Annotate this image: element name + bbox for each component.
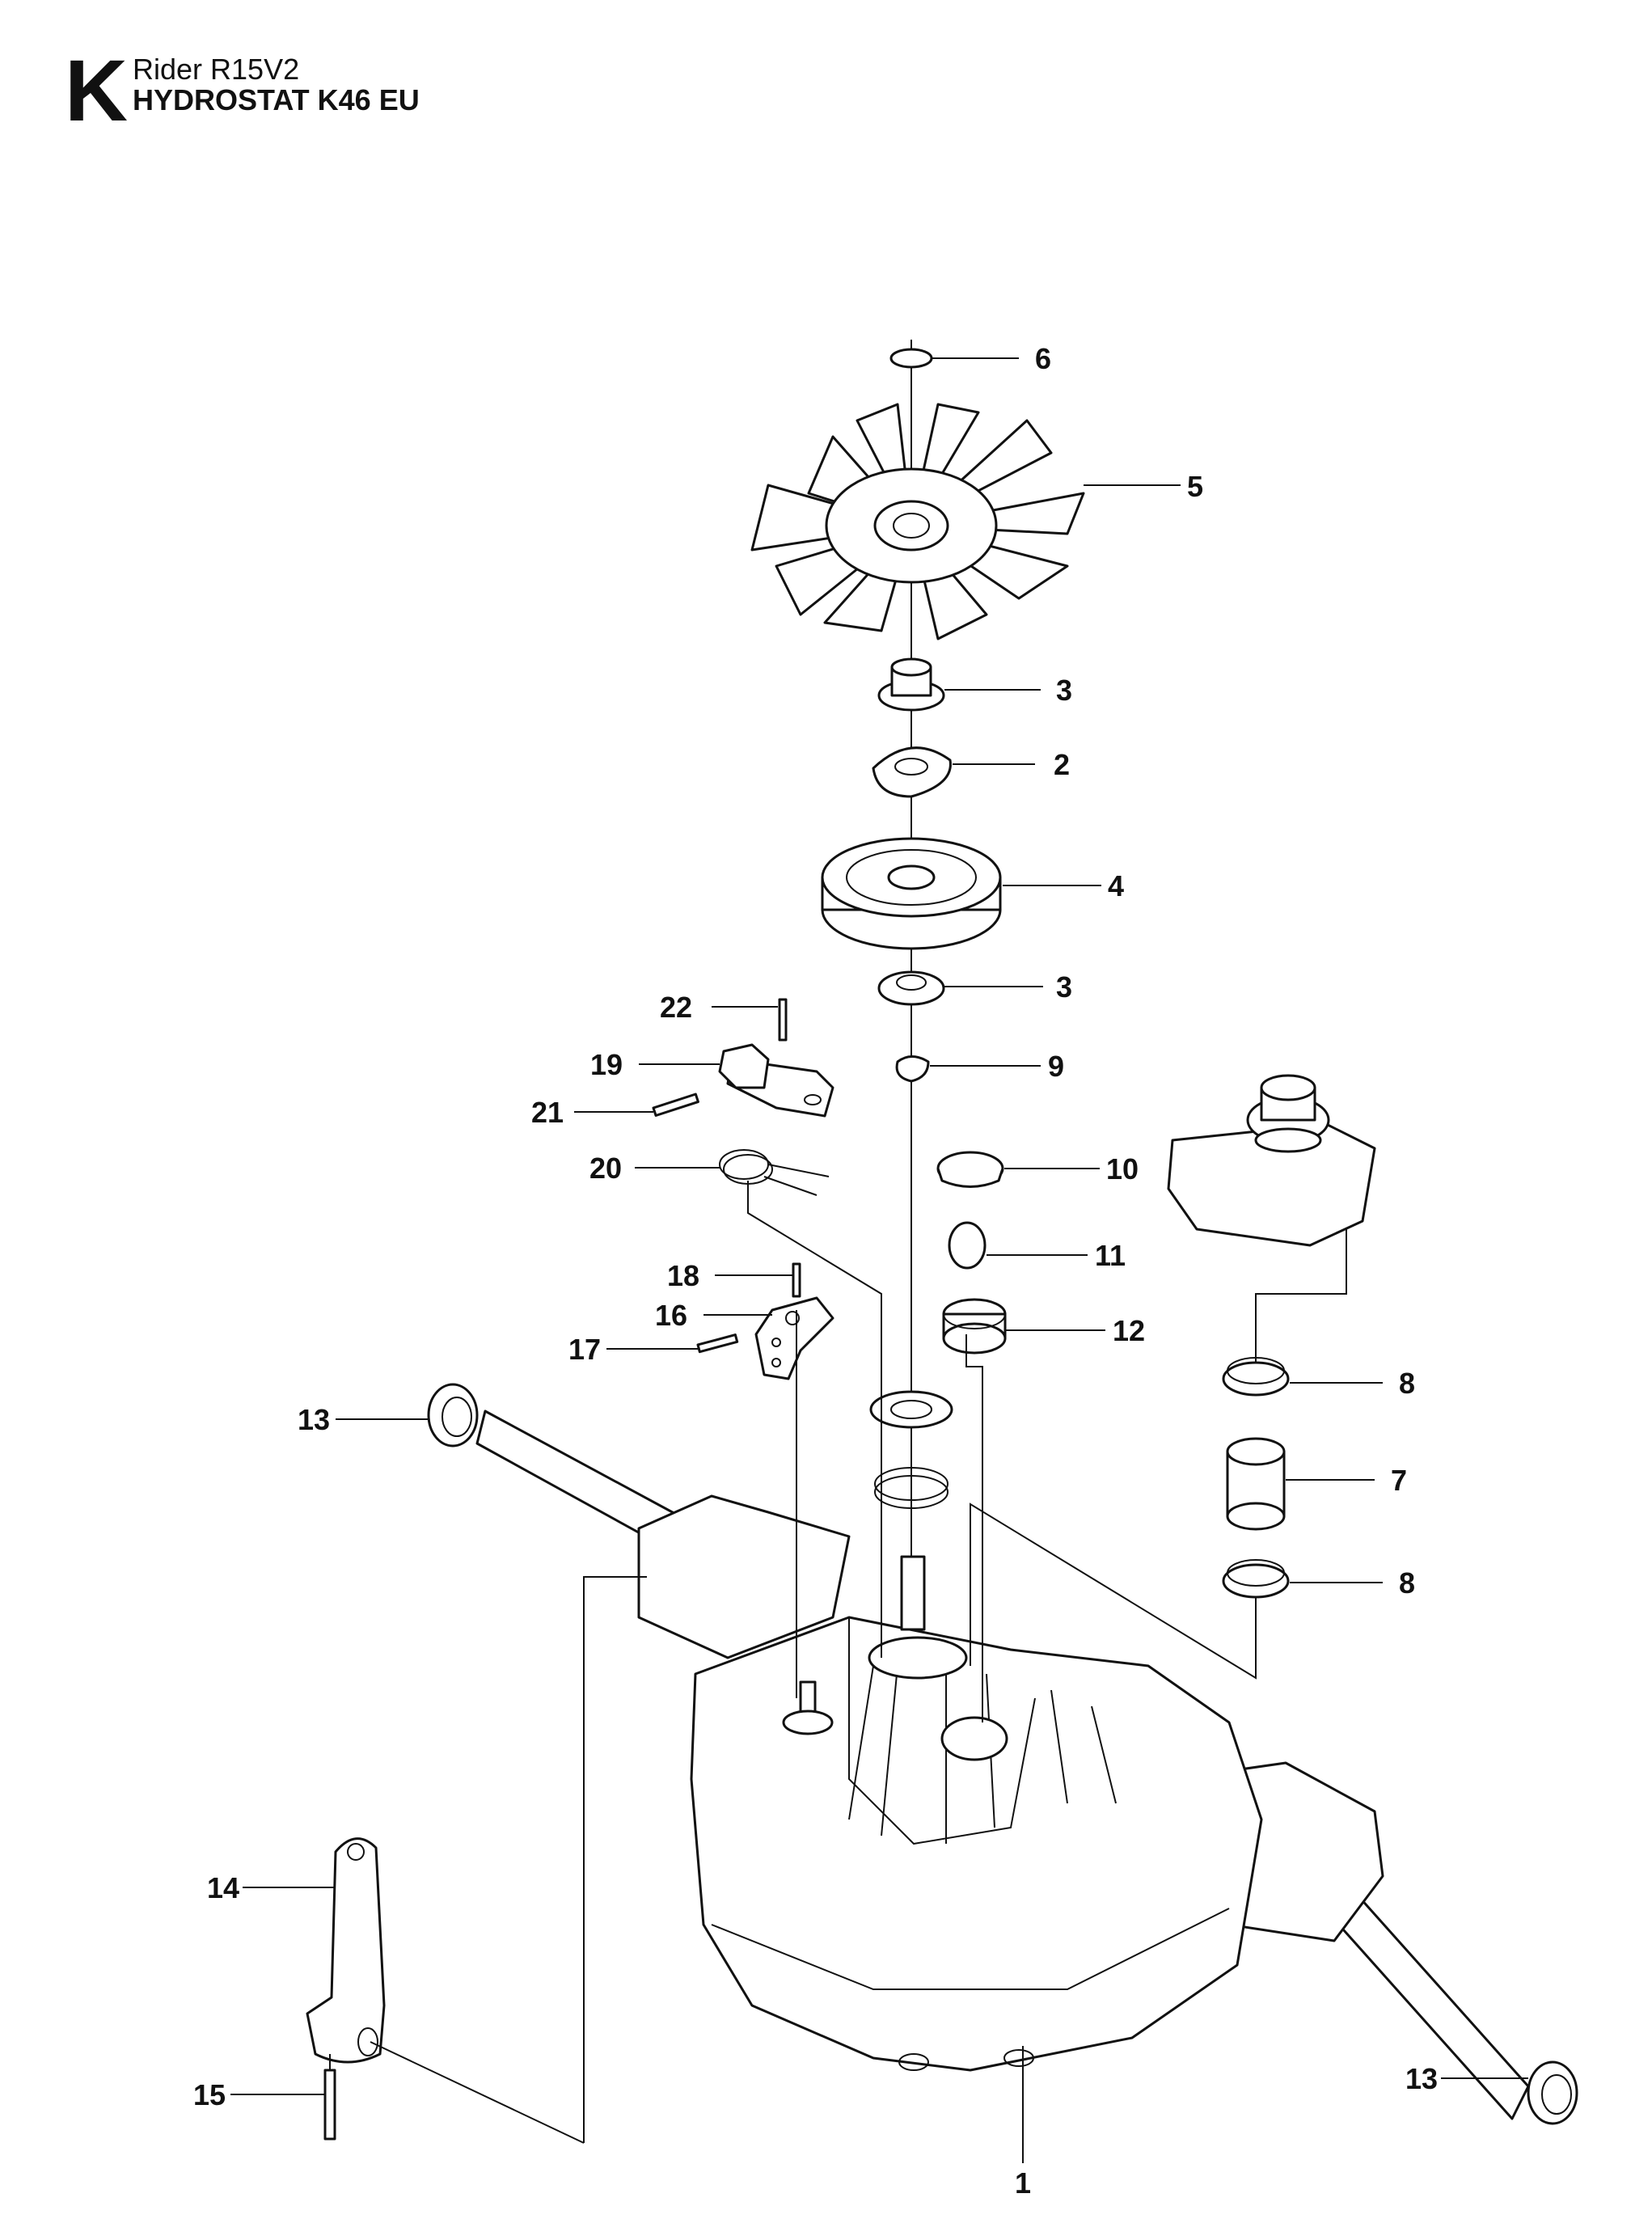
callout-17: 17 xyxy=(568,1333,601,1366)
oil-reservoir xyxy=(1167,1074,1376,1247)
part-5-fan xyxy=(750,403,1085,640)
part-2-washer xyxy=(872,746,952,798)
callout-12: 12 xyxy=(1113,1314,1145,1347)
section-letter: K xyxy=(65,41,128,139)
part-3-nut-upper xyxy=(877,657,945,712)
callout-8-lower: 8 xyxy=(1399,1566,1415,1600)
bearing-stack xyxy=(869,1390,953,1509)
part-22-pin xyxy=(778,998,788,1042)
reference-line-19-20 xyxy=(747,1181,882,1658)
callout-8-upper: 8 xyxy=(1399,1367,1415,1400)
callout-1: 1 xyxy=(1015,2166,1031,2200)
reference-line-hose xyxy=(970,1502,1257,1680)
callout-14: 14 xyxy=(207,1871,239,1904)
part-3-nut-lower xyxy=(877,970,945,1006)
callout-7: 7 xyxy=(1391,1464,1407,1497)
part-4-pulley xyxy=(821,837,1002,950)
callout-15: 15 xyxy=(193,2078,226,2111)
reference-line-14 xyxy=(583,1576,647,2143)
reference-line-reservoir xyxy=(1255,1229,1347,1363)
part-13-seal-left xyxy=(427,1383,479,1448)
part-17-pin xyxy=(696,1333,739,1354)
callout-21: 21 xyxy=(531,1096,564,1129)
assembly-title: HYDROSTAT K46 EU xyxy=(133,83,420,116)
part-9-e-clip xyxy=(895,1055,930,1083)
callout-13-right: 13 xyxy=(1405,2062,1438,2095)
part-1-transmission-housing xyxy=(475,1410,1530,2120)
reference-line-14-arm xyxy=(370,2041,585,2144)
part-15-pin xyxy=(323,2069,336,2141)
part-18-pin xyxy=(792,1262,801,1298)
part-8-clamp-upper xyxy=(1222,1357,1290,1397)
callout-20: 20 xyxy=(589,1152,622,1185)
part-19-control-arm xyxy=(718,1043,834,1118)
part-2-washer-hole xyxy=(894,758,928,776)
part-10-plug xyxy=(936,1151,1004,1188)
part-13-seal-right xyxy=(1527,2060,1578,2125)
callout-13-left: 13 xyxy=(298,1403,330,1436)
part-6-circlip xyxy=(889,348,933,369)
part-21-pin xyxy=(652,1093,699,1118)
callout-5: 5 xyxy=(1187,470,1203,503)
callout-3-lower: 3 xyxy=(1056,970,1072,1004)
part-8-clamp-lower xyxy=(1222,1559,1290,1599)
callout-9: 9 xyxy=(1048,1050,1064,1083)
callout-19: 19 xyxy=(590,1048,623,1081)
callout-6: 6 xyxy=(1035,342,1051,375)
model-title: Rider R15V2 xyxy=(133,53,300,86)
callout-16: 16 xyxy=(655,1299,687,1332)
callout-11: 11 xyxy=(1095,1239,1126,1272)
callout-4: 4 xyxy=(1108,869,1124,902)
part-20-spring xyxy=(719,1149,830,1196)
callout-3-upper: 3 xyxy=(1056,674,1072,707)
part-12-cap xyxy=(942,1298,1007,1355)
part-7-hose xyxy=(1226,1437,1286,1531)
callout-22: 22 xyxy=(660,991,692,1024)
part-14-bypass-arm xyxy=(306,1837,386,2064)
part-16-control-lever xyxy=(754,1296,834,1380)
callout-18: 18 xyxy=(667,1259,699,1292)
callout-10: 10 xyxy=(1106,1152,1139,1186)
callout-2: 2 xyxy=(1054,748,1070,781)
reference-line-12 xyxy=(965,1334,983,1722)
part-11-disc xyxy=(948,1221,987,1270)
